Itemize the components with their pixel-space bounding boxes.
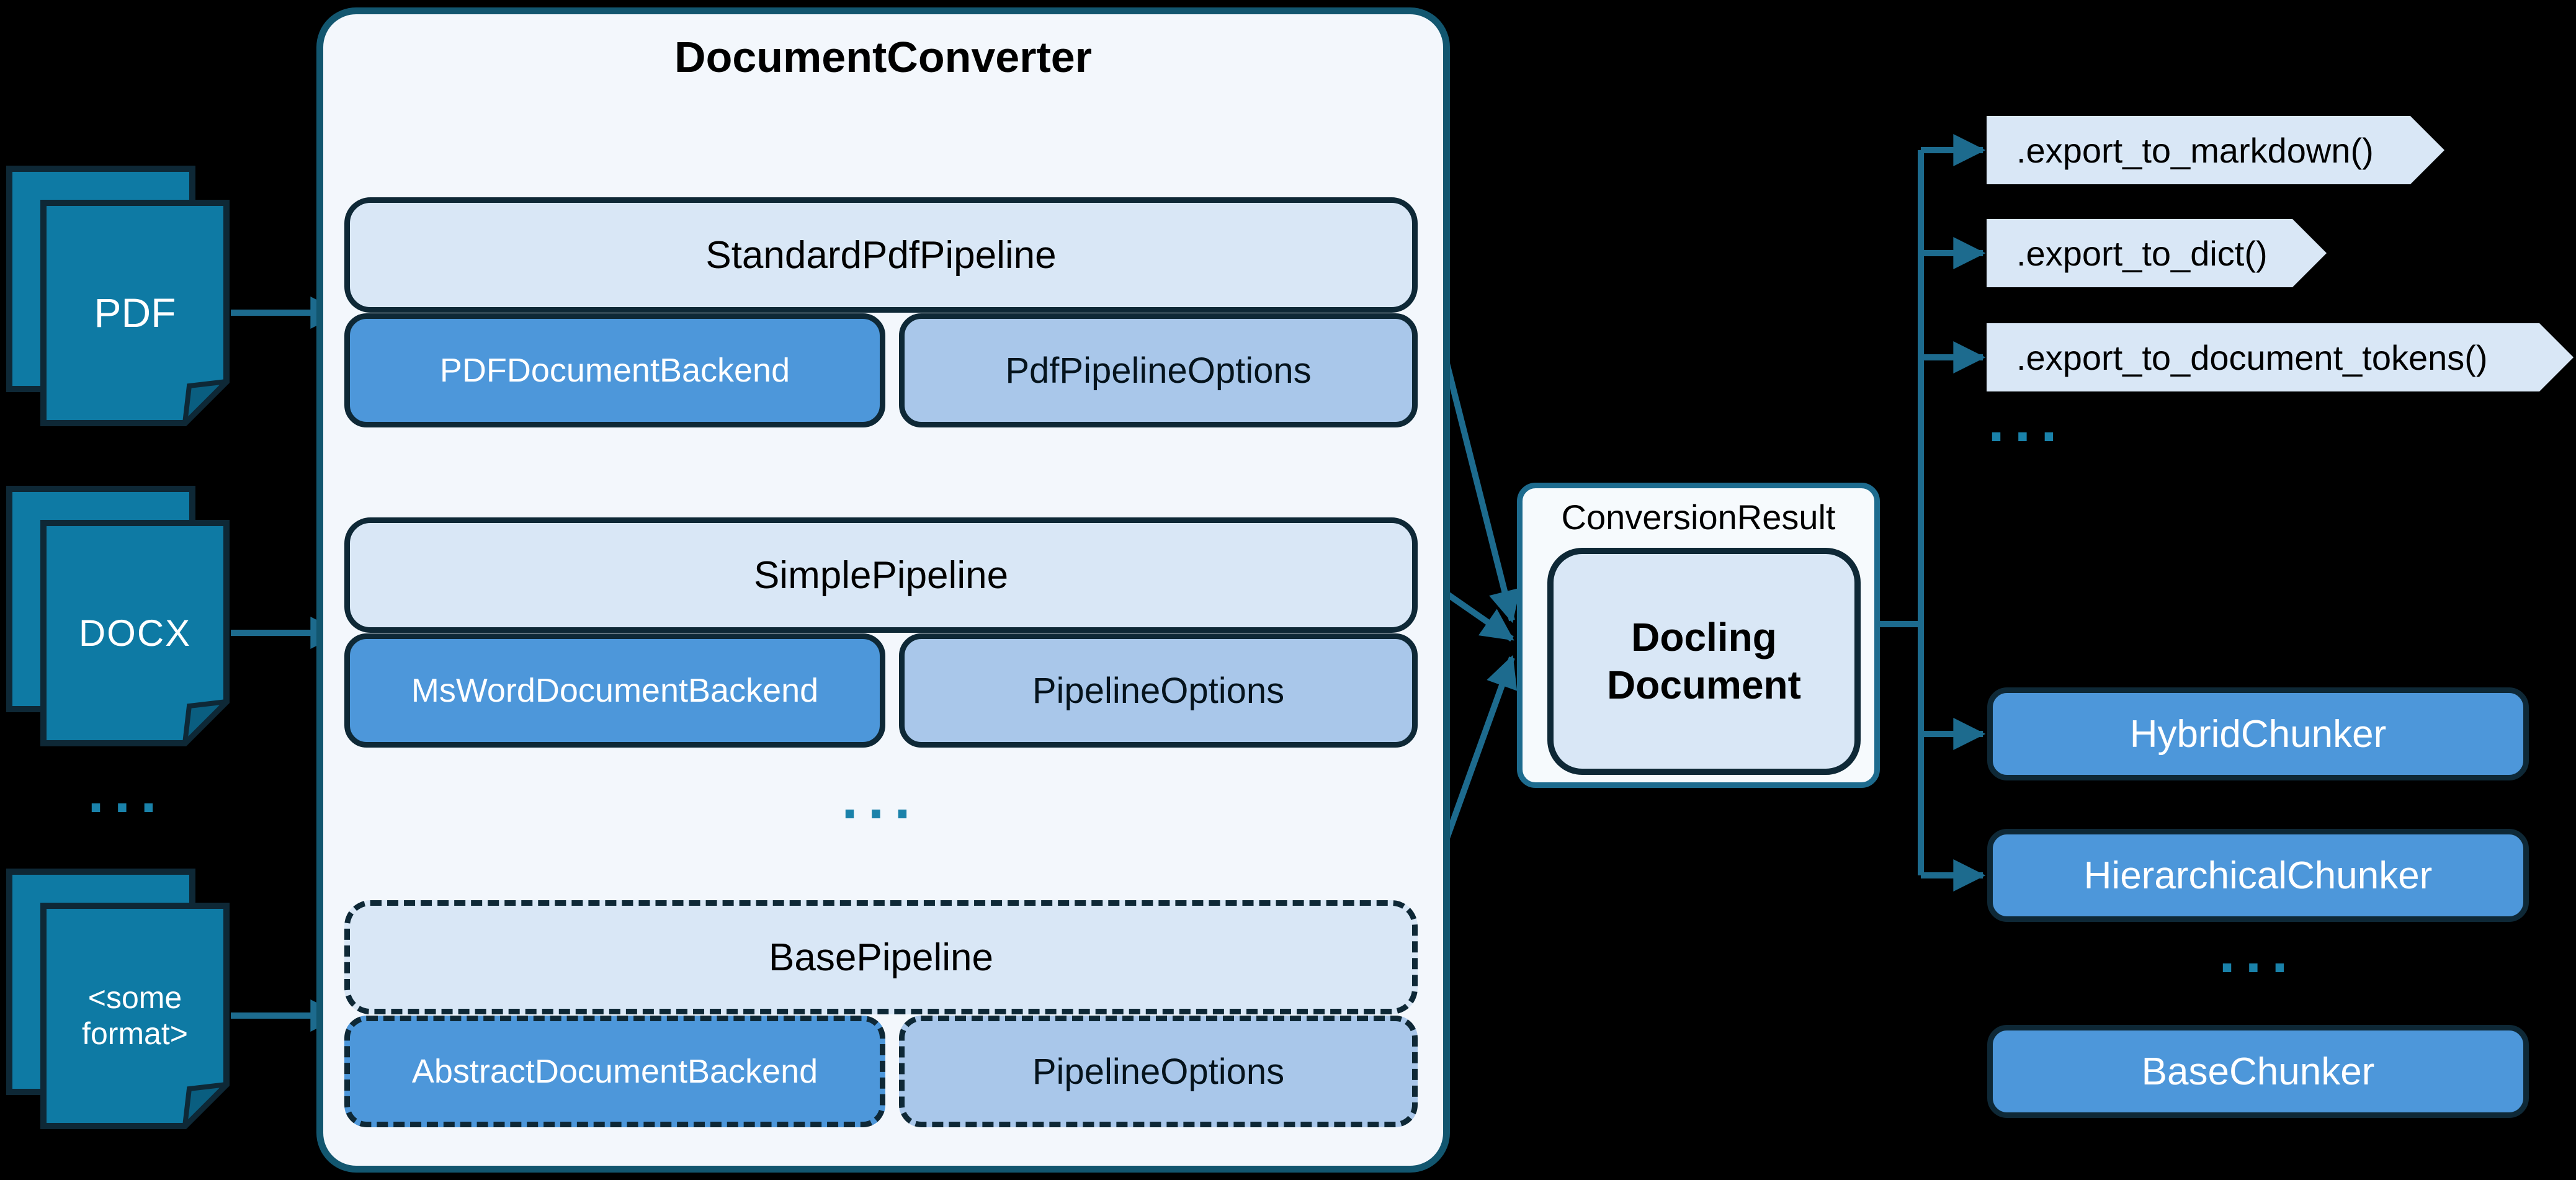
pipeline-name: BasePipeline [769, 936, 993, 979]
conversion-result-box: ConversionResult Docling Document [1517, 483, 1880, 788]
options-label: PdfPipelineOptions [1005, 350, 1312, 391]
input-stack-docx: DOCX [6, 486, 230, 746]
options-box-base: PipelineOptions [899, 1016, 1418, 1127]
inputs-ellipsis: ... [87, 759, 167, 825]
pipeline-box-base: BasePipeline [344, 900, 1418, 1014]
options-box-pdf: PdfPipelineOptions [899, 313, 1418, 427]
export-chip-dict: .export_to_dict() [1987, 219, 2327, 287]
document-page-front-icon [40, 903, 230, 1129]
options-label: PipelineOptions [1032, 670, 1285, 711]
backend-label: AbstractDocumentBackend [411, 1053, 818, 1090]
document-page-front-icon [40, 200, 230, 426]
exports-ellipsis: ... [1988, 388, 2067, 454]
export-chip-document-tokens: .export_to_document_tokens() [1987, 323, 2574, 391]
backend-label: MsWordDocumentBackend [411, 672, 819, 709]
export-method-label: .export_to_document_tokens() [2016, 337, 2488, 377]
docling-document-label: Docling Document [1607, 615, 1801, 707]
chunker-label: HierarchicalChunker [2083, 854, 2433, 897]
pipeline-name: SimplePipeline [753, 553, 1009, 597]
chunker-hybrid: HybridChunker [1987, 687, 2529, 780]
chunkers-ellipsis: ... [2219, 919, 2298, 985]
input-label-docx: DOCX [78, 612, 192, 654]
backend-box-abstract: AbstractDocumentBackend [344, 1016, 885, 1127]
options-label: PipelineOptions [1032, 1051, 1285, 1092]
input-stack-some-format: <some format> [6, 869, 230, 1129]
pipeline-name: StandardPdfPipeline [705, 233, 1057, 277]
document-page-front-icon [40, 520, 230, 746]
converter-title: DocumentConverter [674, 33, 1092, 81]
conversion-result-label: ConversionResult [1561, 498, 1836, 537]
export-chip-markdown: .export_to_markdown() [1987, 116, 2444, 184]
backend-box-msword: MsWordDocumentBackend [344, 633, 885, 748]
export-method-label: .export_to_markdown() [2016, 130, 2374, 170]
options-box-simple: PipelineOptions [899, 633, 1418, 748]
pipeline-box-standardpdf: StandardPdfPipeline [344, 197, 1418, 313]
chunker-label: HybridChunker [2129, 712, 2387, 756]
chunker-label: BaseChunker [2141, 1050, 2375, 1093]
export-method-label: .export_to_dict() [2016, 233, 2268, 273]
input-label-some-format: <some format> [82, 980, 188, 1051]
chunker-hierarchical: HierarchicalChunker [1987, 829, 2529, 922]
backend-label: PDFDocumentBackend [439, 352, 790, 389]
input-label-pdf: PDF [94, 289, 176, 336]
pipelines-ellipsis: ... [841, 766, 921, 831]
pipeline-box-simple: SimplePipeline [344, 517, 1418, 633]
chunker-base: BaseChunker [1987, 1025, 2529, 1118]
backend-box-pdf: PDFDocumentBackend [344, 313, 885, 427]
docling-document-box: Docling Document [1547, 548, 1861, 775]
input-stack-pdf: PDF [6, 166, 230, 426]
